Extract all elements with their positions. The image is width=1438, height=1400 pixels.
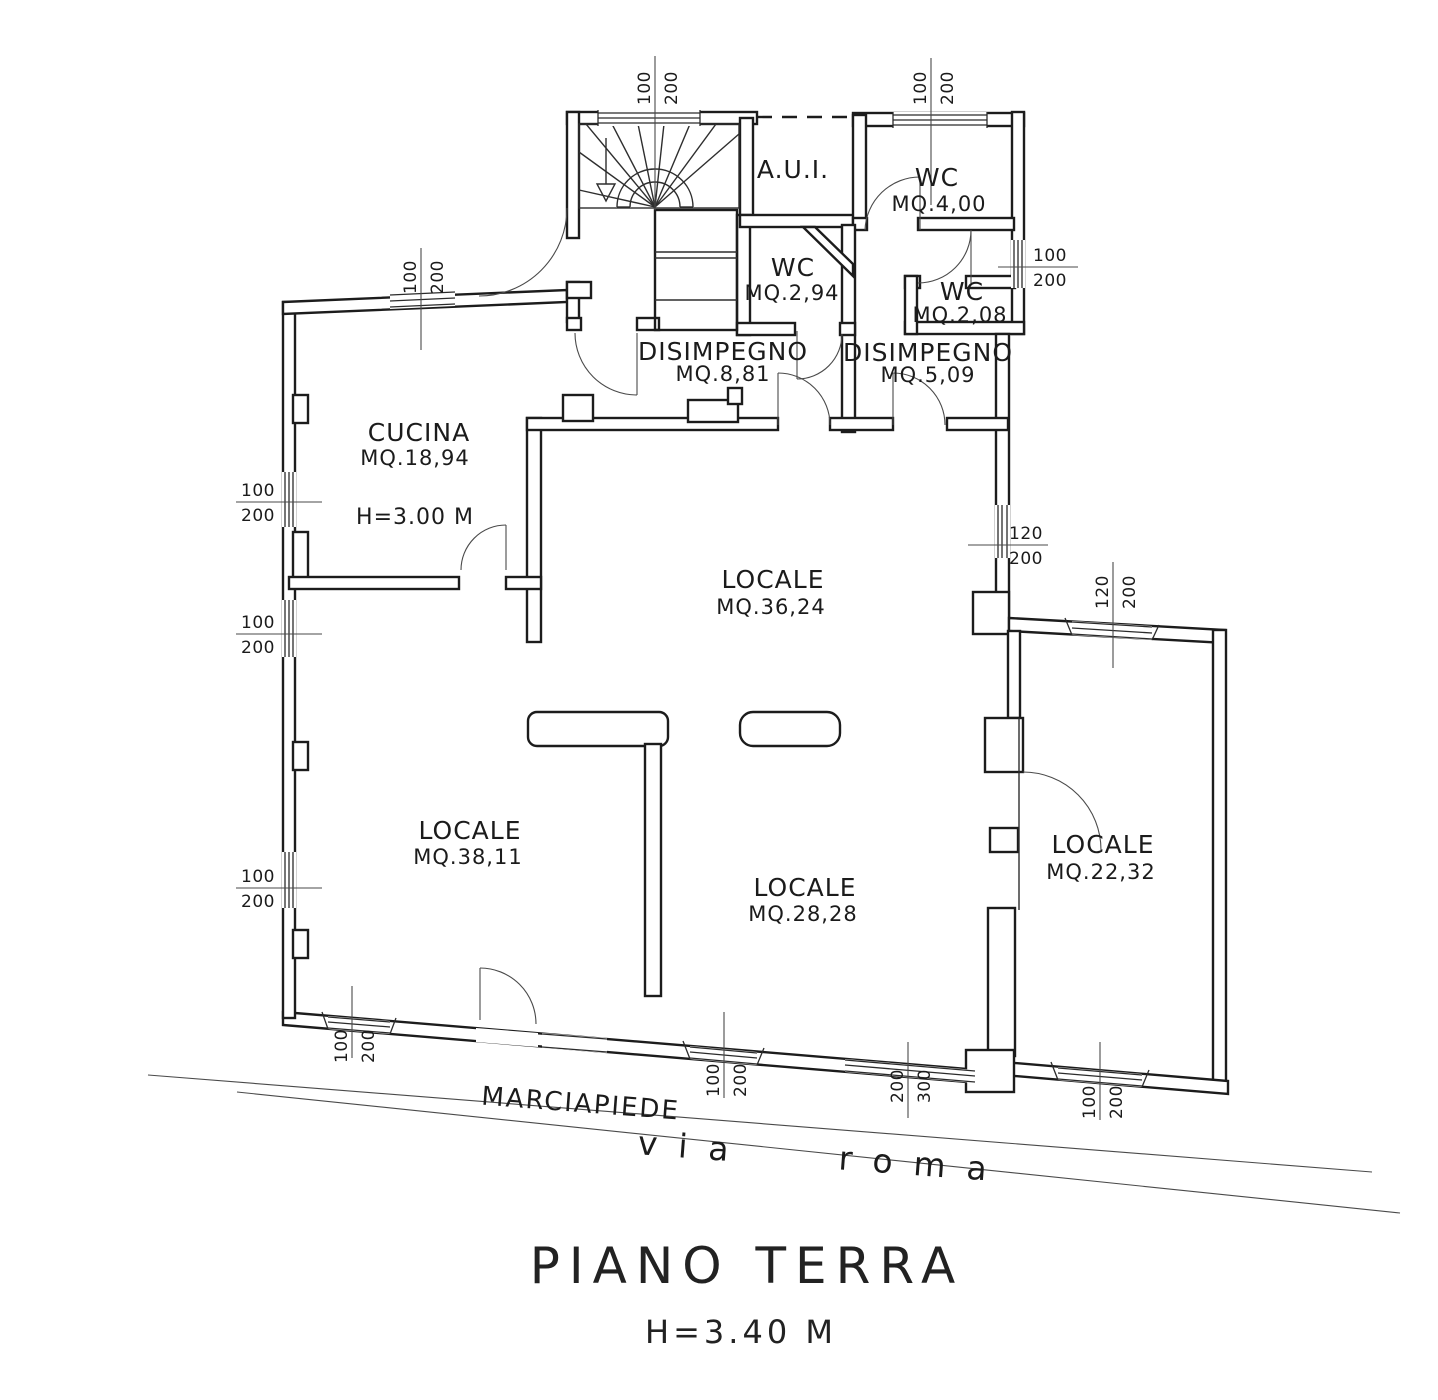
dimension-label: 120 200 bbox=[1009, 524, 1043, 569]
plan-title: PIANO TERRA bbox=[530, 1237, 965, 1295]
room-height-note: H=3.00 M bbox=[356, 505, 474, 530]
svg-text:MQ.18,94: MQ.18,94 bbox=[360, 446, 469, 470]
dimension-label: 120 200 bbox=[1093, 575, 1140, 609]
room-label-wc294: WC bbox=[771, 253, 815, 282]
dimension-label: 100 200 bbox=[911, 71, 958, 105]
stairs bbox=[578, 123, 740, 332]
svg-text:MQ.8,81: MQ.8,81 bbox=[675, 362, 770, 386]
interior-walls bbox=[287, 110, 1025, 1094]
dimension-labels: 100 200 100 200 100 200 100 200 100 200 … bbox=[236, 56, 1140, 1120]
room-label-cucina: CUCINA bbox=[368, 418, 470, 447]
svg-text:MQ.5,09: MQ.5,09 bbox=[880, 363, 975, 387]
svg-text:100: 100 bbox=[1080, 1085, 1100, 1119]
svg-text:200: 200 bbox=[1120, 575, 1140, 609]
room-label-disimpegno-2: DISIMPEGNO bbox=[843, 338, 1013, 367]
svg-text:MQ.2,08: MQ.2,08 bbox=[912, 303, 1007, 327]
stair-direction-arrow-icon bbox=[595, 138, 617, 203]
room-label-locale-3: LOCALE bbox=[754, 873, 857, 902]
door-arc bbox=[574, 332, 638, 396]
svg-text:200: 200 bbox=[662, 71, 682, 105]
sidewalk-line bbox=[147, 1074, 1373, 1173]
svg-text:200: 200 bbox=[731, 1063, 751, 1097]
dimension-label: 200 300 bbox=[888, 1069, 935, 1103]
plan-height: H=3.40 M bbox=[645, 1313, 837, 1351]
room-label-wc208: WC bbox=[940, 277, 984, 306]
room-label-locale-1: LOCALE bbox=[722, 565, 825, 594]
door-arc bbox=[460, 524, 507, 571]
svg-text:100: 100 bbox=[241, 481, 275, 501]
room-label-wc4: WC bbox=[915, 163, 959, 192]
svg-text:200: 200 bbox=[1107, 1085, 1127, 1119]
door-arc bbox=[1022, 771, 1102, 851]
door-arc bbox=[864, 176, 921, 231]
dimension-label: 100 200 bbox=[1033, 246, 1067, 291]
street: MARCIAPIEDE via roma bbox=[147, 1074, 1401, 1214]
door-arc bbox=[892, 372, 946, 426]
svg-text:200: 200 bbox=[1009, 549, 1043, 569]
svg-text:MQ.4,00: MQ.4,00 bbox=[891, 192, 986, 216]
door-arc bbox=[479, 967, 537, 1025]
svg-text:100: 100 bbox=[911, 71, 931, 105]
svg-text:100: 100 bbox=[332, 1029, 352, 1063]
svg-text:100: 100 bbox=[241, 867, 275, 887]
svg-text:200: 200 bbox=[241, 638, 275, 658]
room-label-aui: A.U.I. bbox=[757, 155, 829, 184]
room-labels: A.U.I. WC MQ.4,00 WC MQ.2,94 WC MQ.2,08 … bbox=[356, 155, 1155, 926]
svg-text:200: 200 bbox=[888, 1069, 908, 1103]
svg-text:MQ.36,24: MQ.36,24 bbox=[716, 595, 825, 619]
svg-text:100: 100 bbox=[1033, 246, 1067, 266]
svg-text:MQ.38,11: MQ.38,11 bbox=[413, 845, 522, 869]
doors bbox=[460, 176, 1102, 1025]
sidewalk-label: MARCIAPIEDE bbox=[480, 1082, 681, 1127]
dimension-label: 100 200 bbox=[332, 1029, 379, 1063]
curb-line bbox=[236, 1091, 1401, 1214]
svg-text:200: 200 bbox=[241, 506, 275, 526]
svg-text:MQ.28,28: MQ.28,28 bbox=[748, 902, 857, 926]
title-block: PIANO TERRA H=3.40 M bbox=[530, 1237, 965, 1351]
dimension-label: 100 200 bbox=[1080, 1085, 1127, 1119]
dimension-label: 100 200 bbox=[241, 613, 275, 658]
svg-text:200: 200 bbox=[428, 260, 448, 294]
door-arc bbox=[796, 333, 843, 380]
room-label-locale-2: LOCALE bbox=[419, 816, 522, 845]
partition-walls bbox=[526, 710, 842, 998]
door-arc bbox=[777, 372, 831, 426]
svg-text:100: 100 bbox=[401, 260, 421, 294]
door-arc bbox=[478, 207, 568, 297]
svg-text:MQ.22,32: MQ.22,32 bbox=[1046, 860, 1155, 884]
dimension-label: 100 200 bbox=[401, 260, 448, 294]
dimension-label: 100 200 bbox=[241, 481, 275, 526]
svg-text:200: 200 bbox=[241, 892, 275, 912]
svg-text:200: 200 bbox=[1033, 271, 1067, 291]
room-label-locale-4: LOCALE bbox=[1052, 830, 1155, 859]
svg-text:100: 100 bbox=[704, 1063, 724, 1097]
svg-text:120: 120 bbox=[1093, 575, 1113, 609]
svg-text:120: 120 bbox=[1009, 524, 1043, 544]
room-label-disimpegno-1: DISIMPEGNO bbox=[638, 337, 808, 366]
dimension-label: 100 200 bbox=[704, 1063, 751, 1097]
svg-text:200: 200 bbox=[359, 1029, 379, 1063]
svg-text:200: 200 bbox=[938, 71, 958, 105]
door-arc bbox=[917, 229, 972, 284]
svg-text:100: 100 bbox=[241, 613, 275, 633]
dimension-label: 100 200 bbox=[241, 867, 275, 912]
svg-text:100: 100 bbox=[635, 71, 655, 105]
svg-text:300: 300 bbox=[915, 1069, 935, 1103]
svg-text:MQ.2,94: MQ.2,94 bbox=[744, 281, 839, 305]
street-name: via roma bbox=[637, 1123, 1010, 1190]
dimension-label: 100 200 bbox=[635, 71, 682, 105]
